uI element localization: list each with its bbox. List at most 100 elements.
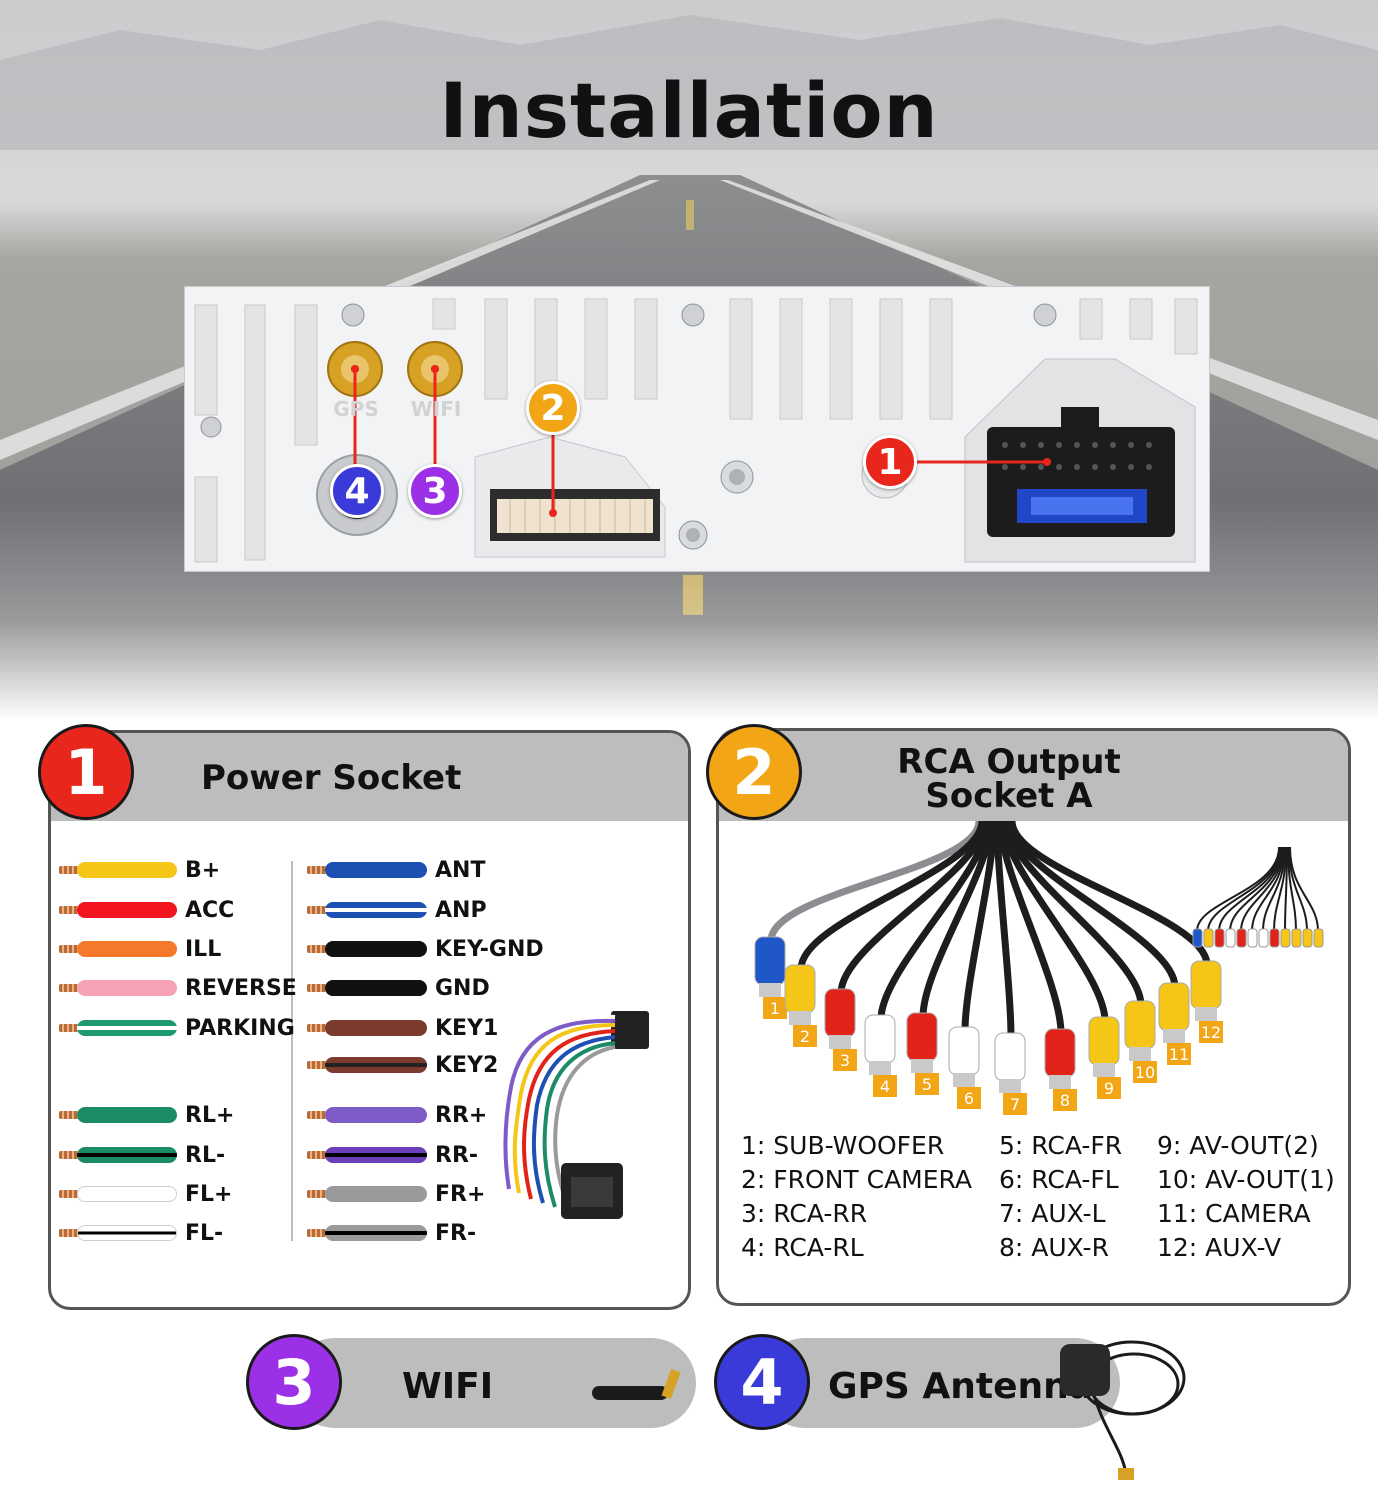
wire-label: GND	[435, 975, 490, 1001]
wire-right-3: GND	[307, 973, 490, 1003]
rca-number-tag-11	[1167, 1043, 1191, 1065]
rca-legend-item: 7: AUX-L	[999, 1199, 1106, 1228]
rca-plug-3	[824, 988, 856, 1038]
wire-label: KEY1	[435, 1015, 499, 1041]
wire-right-0: ANT	[307, 855, 485, 885]
wire-label: FL+	[185, 1181, 233, 1207]
wire-right-8: FR+	[307, 1179, 485, 1209]
rca-number-tag-3	[833, 1049, 857, 1071]
rca-number-tag-1	[763, 997, 787, 1019]
rca-plug-tip-3	[829, 1035, 851, 1049]
rca-number-tag-8	[1053, 1089, 1077, 1111]
thumb-plug	[1214, 928, 1225, 948]
copper-tip-icon	[307, 945, 327, 953]
rca-plug-tip-12	[1195, 1007, 1217, 1021]
thumb-plug	[1236, 928, 1247, 948]
thumb-cable	[1240, 846, 1284, 932]
copper-tip-icon	[307, 1061, 327, 1069]
wire-label: RL+	[185, 1102, 235, 1128]
rca-plug-9	[1088, 1016, 1120, 1066]
wire-left-7: FL+	[59, 1179, 232, 1209]
copper-tip-icon	[307, 1111, 327, 1119]
thumb-cable	[1251, 846, 1285, 932]
hero-section: Installation	[0, 0, 1378, 720]
head-unit-back-panel: GPS WIFI 4 3 2 1	[184, 286, 1210, 572]
rca-number-10: 10	[1135, 1063, 1155, 1082]
rca-number-tag-9	[1097, 1077, 1121, 1099]
rca-cable-11	[1005, 821, 1179, 988]
marker-3: 3	[408, 464, 462, 518]
wire-insulation	[77, 902, 177, 918]
wifi-port-label: WIFI	[410, 397, 462, 421]
marker-2: 2	[526, 381, 580, 435]
wire-right-2: KEY-GND	[307, 934, 544, 964]
rca-plug-tip-7	[999, 1079, 1021, 1093]
wire-insulation	[325, 1186, 427, 1202]
copper-tip-icon	[307, 1229, 327, 1237]
rca-number-tag-4	[873, 1075, 897, 1097]
thumb-plug	[1258, 928, 1269, 948]
gps-number: 4	[714, 1334, 810, 1430]
rca-plug-2	[784, 964, 816, 1014]
rca-number-2: 2	[800, 1027, 810, 1046]
wifi-antenna-icon	[592, 1369, 681, 1400]
wire-insulation	[77, 862, 177, 878]
rca-plug-8	[1044, 1028, 1076, 1078]
thumb-cable	[1207, 846, 1281, 932]
wire-right-1: ANP	[307, 895, 487, 925]
wire-left-0: B+	[59, 855, 220, 885]
page-title: Installation	[439, 66, 939, 155]
copper-tip-icon	[59, 1151, 79, 1159]
thumb-plug	[1192, 928, 1203, 948]
rca-cable-10	[1002, 821, 1145, 1006]
thumb-cable	[1287, 846, 1297, 932]
rca-title-line1: RCA Output	[897, 742, 1121, 782]
rca-number-1: 1	[770, 999, 780, 1018]
wire-insulation	[77, 1147, 177, 1163]
rca-plug-tip-2	[789, 1011, 811, 1025]
rca-number-tag-5	[915, 1073, 939, 1095]
wire-label: REVERSE	[185, 975, 297, 1001]
rca-plug-1	[754, 936, 786, 986]
wire-label: ILL	[185, 936, 222, 962]
wire-label: RL-	[185, 1142, 226, 1168]
rca-number-9: 9	[1104, 1079, 1114, 1098]
rca-number-tag-7	[1003, 1093, 1027, 1115]
rca-cable-8	[996, 821, 1065, 1034]
rca-number-12: 12	[1201, 1023, 1221, 1042]
rca-legend-item: 9: AV-OUT(2)	[1157, 1131, 1319, 1160]
rca-plug-tip-6	[953, 1073, 975, 1087]
rca-cable-12	[1008, 821, 1211, 966]
marker-1: 1	[863, 435, 917, 489]
gps-port-label: GPS	[333, 397, 379, 421]
copper-tip-icon	[307, 1151, 327, 1159]
rca-legend-item: 10: AV-OUT(1)	[1157, 1165, 1335, 1194]
rca-cable-7	[993, 821, 1015, 1038]
wire-insulation	[325, 1225, 427, 1241]
rca-plug-7	[994, 1032, 1026, 1082]
rca-cable-6	[961, 821, 998, 1032]
wire-left-2: ILL	[59, 934, 221, 964]
wire-left-4: PARKING	[59, 1013, 295, 1043]
thumb-cable	[1289, 846, 1319, 932]
marker-4: 4	[330, 464, 384, 518]
rca-plug-4	[864, 1014, 896, 1064]
thumb-plug	[1269, 928, 1280, 948]
rca-plug-tip-5	[911, 1059, 933, 1073]
rca-plug-11	[1158, 982, 1190, 1032]
copper-tip-icon	[307, 906, 327, 914]
rca-title-line2: Socket A	[925, 776, 1093, 816]
wire-right-6: RR+	[307, 1100, 487, 1130]
gps-label: GPS Antenna	[828, 1366, 1094, 1407]
wire-label: ANP	[435, 897, 487, 923]
wire-right-9: FR-	[307, 1218, 476, 1248]
thumb-plug	[1291, 928, 1302, 948]
thumb-cable	[1218, 846, 1282, 932]
wire-insulation	[325, 1107, 427, 1123]
rca-output-number: 2	[706, 724, 802, 820]
copper-tip-icon	[307, 984, 327, 992]
wire-label: RR+	[435, 1102, 488, 1128]
rca-legend-item: 1: SUB-WOOFER	[741, 1131, 945, 1160]
wire-label: ACC	[185, 897, 235, 923]
copper-tip-icon	[307, 1024, 327, 1032]
